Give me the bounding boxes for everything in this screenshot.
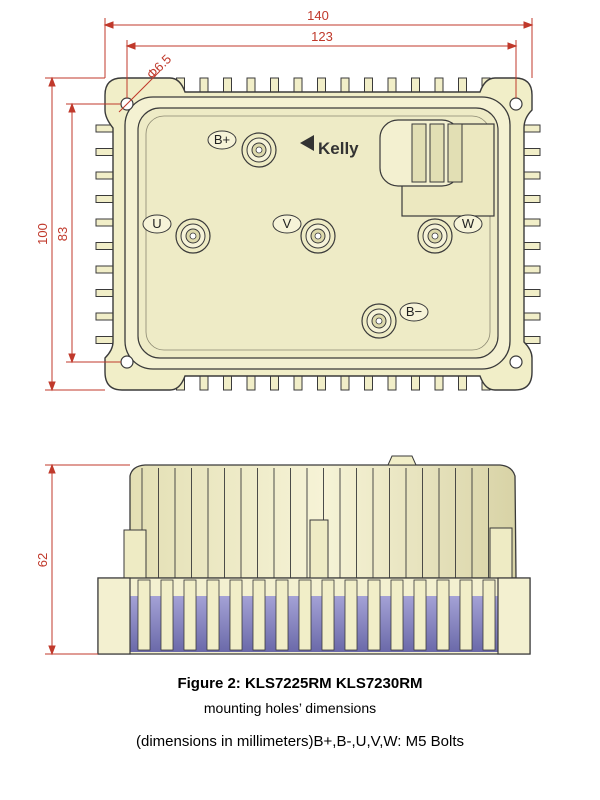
figure-units-note: (dimensions in millimeters)B+,B-,U,V,W: … — [135, 733, 464, 750]
side-view — [97, 455, 531, 655]
base-fin — [275, 579, 289, 651]
mount-hole-top-right — [509, 97, 523, 111]
terminal-label: V — [283, 216, 292, 231]
figure-title: Figure 2: KLS7225RM KLS7230RM — [177, 675, 423, 692]
base-fin — [321, 579, 335, 651]
figure-subtitle: mounting holes’ dimensions — [203, 700, 377, 716]
kelly-logo: Kelly — [300, 135, 359, 158]
base-fin — [436, 579, 450, 651]
base-fin — [344, 579, 358, 651]
base-fin — [206, 579, 220, 651]
base-fin — [229, 579, 243, 651]
base-fin — [252, 579, 266, 651]
dim-hole-spacing-height: 83 — [55, 227, 70, 241]
top-view-dimensions — [45, 18, 534, 392]
signal-connector — [379, 119, 495, 217]
cooling-fins-right — [509, 124, 541, 344]
terminal-label: W — [462, 216, 475, 231]
side-view-dimensions — [45, 463, 130, 656]
terminal-u: U — [142, 214, 211, 254]
base-fin — [183, 579, 197, 651]
cooling-fins-top — [152, 77, 491, 99]
base-fin — [137, 579, 151, 651]
base-fin — [298, 579, 312, 651]
terminal-b-minus: B− — [361, 302, 429, 339]
terminal-v: V — [272, 214, 336, 254]
base-fin — [367, 579, 381, 651]
base-fin — [482, 579, 496, 651]
terminal-posts — [123, 519, 513, 581]
terminal-w: W — [417, 214, 483, 254]
dim-overall-width: 140 — [307, 8, 329, 23]
base-fins — [137, 579, 496, 651]
terminals: B+ U V W B− — [142, 130, 483, 339]
terminal-label: B− — [406, 304, 422, 319]
dim-hole-spacing-width: 123 — [311, 29, 333, 44]
base-fin — [413, 579, 427, 651]
top-view: Kelly B+ U V W B− — [95, 77, 541, 391]
terminal-label: U — [152, 216, 161, 231]
base-fin — [459, 579, 473, 651]
mount-hole-bottom-right — [509, 355, 523, 369]
base-fin — [160, 579, 174, 651]
cooling-fins-left — [95, 124, 127, 344]
dim-overall-height: 100 — [35, 223, 50, 245]
base-fin — [390, 579, 404, 651]
terminal-label: B+ — [214, 132, 230, 147]
dim-side-height: 62 — [35, 553, 50, 567]
terminal-b-plus: B+ — [207, 130, 277, 168]
brand-name: Kelly — [318, 139, 359, 158]
mount-hole-bottom-left — [120, 355, 134, 369]
